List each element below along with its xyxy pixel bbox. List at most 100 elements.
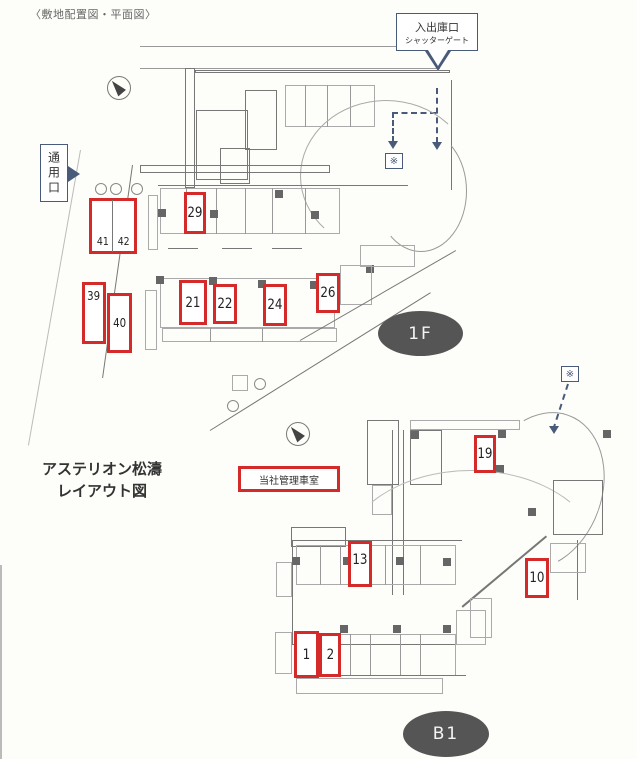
parking-space-22[interactable]: 22: [213, 284, 237, 324]
right-arrow-icon: [68, 166, 80, 182]
parking-bay: [360, 245, 415, 267]
floor-badge-1f: 1F: [378, 311, 463, 356]
service-entrance-callout: 通用口: [40, 144, 68, 202]
tree-icon: [254, 378, 266, 390]
wall: [185, 68, 195, 188]
utility-box: [232, 375, 248, 391]
column: [275, 190, 283, 198]
room: [220, 148, 250, 184]
space-number: 40: [113, 316, 126, 330]
bicycle-area: [145, 290, 157, 350]
parking-bay: [553, 480, 603, 535]
column: [393, 625, 401, 633]
column: [396, 557, 404, 565]
lane-marking: [222, 248, 252, 249]
parking-space-24[interactable]: 24: [263, 284, 287, 326]
parking-space-13[interactable]: 13: [348, 541, 372, 587]
divider: [262, 328, 263, 342]
bicycle-area: [275, 632, 292, 674]
shutter-gate-label: シャッターゲート: [405, 35, 469, 45]
parking-space-10[interactable]: 10: [525, 558, 549, 598]
space-number: 10: [529, 570, 545, 586]
bay-divider: [305, 85, 306, 127]
space-number: 29: [187, 205, 203, 221]
wall: [195, 70, 450, 73]
column: [411, 431, 419, 439]
bay-divider: [340, 545, 341, 585]
bay-divider: [245, 188, 246, 234]
drive-area: [162, 328, 337, 342]
page-title: 〈敷地配置図・平面図〉: [30, 8, 157, 21]
ramp-curve: [300, 100, 472, 252]
space-number: 41: [96, 235, 109, 248]
service-entrance-label: 通用口: [46, 150, 61, 196]
parking-zone: [292, 540, 462, 645]
space-number: 2: [326, 647, 334, 663]
divider: [210, 328, 211, 342]
parking-row: [296, 545, 456, 585]
wall: [410, 420, 520, 430]
scan-edge: [0, 565, 2, 759]
parking-space-41-42[interactable]: 41 42: [89, 198, 137, 254]
ramp-curve: [340, 470, 602, 652]
north-compass-icon: [286, 422, 310, 446]
parking-space-39[interactable]: 39: [82, 282, 106, 344]
wall: [158, 185, 408, 186]
column: [343, 557, 351, 565]
storage: [291, 527, 346, 547]
space-number: 21: [185, 294, 201, 311]
arrow-fill: [428, 50, 448, 66]
arrow-down-icon: [549, 426, 559, 434]
bay-divider: [272, 188, 273, 234]
room: [245, 90, 277, 150]
space-number: 13: [352, 552, 368, 568]
bay-divider: [400, 634, 401, 676]
tree-icon: [95, 183, 107, 195]
bay-divider: [327, 85, 328, 127]
street-line: [140, 68, 440, 69]
column: [443, 625, 451, 633]
column: [156, 276, 164, 284]
note-mark-icon: ※: [561, 366, 579, 382]
legend-managed-spaces: 当社管理車室: [238, 466, 340, 492]
floor-badge-b1: B1: [403, 711, 489, 757]
column: [443, 558, 451, 566]
space-number: 42: [117, 235, 130, 248]
parking-space-21[interactable]: 21: [179, 280, 207, 325]
parking-space-1[interactable]: 1: [294, 631, 319, 678]
building-name-line1: アステリオン松濤: [42, 460, 163, 478]
bay-divider: [370, 634, 371, 676]
parking-space-29[interactable]: 29: [184, 192, 206, 234]
column: [496, 465, 504, 473]
lane-marking: [168, 248, 198, 249]
wall: [550, 540, 578, 600]
drive-area: [296, 678, 443, 694]
entrance-callout: 入出庫口 シャッターゲート: [396, 13, 478, 51]
entrance-label: 入出庫口: [415, 20, 459, 34]
bay-divider: [350, 634, 351, 676]
column: [209, 277, 217, 285]
column: [310, 281, 318, 289]
bicycle-area: [276, 562, 292, 597]
parking-bay: [456, 610, 486, 645]
parking-space-40[interactable]: 40: [107, 293, 132, 353]
column: [210, 210, 218, 218]
space-number: 26: [320, 285, 336, 301]
parking-bay: [340, 265, 372, 305]
building-name: アステリオン松濤 レイアウト図: [42, 458, 162, 502]
wall: [140, 165, 330, 173]
space-number: 19: [477, 446, 493, 462]
machine-room: [550, 543, 586, 573]
tree-icon: [131, 183, 143, 195]
parking-space-2[interactable]: 2: [319, 633, 341, 677]
bay-divider: [385, 545, 386, 585]
room: [367, 420, 399, 485]
bay-divider: [305, 188, 306, 234]
parking-space-26[interactable]: 26: [316, 273, 340, 313]
space-number: 22: [217, 296, 233, 312]
parking-space-19[interactable]: 19: [474, 435, 496, 473]
wall: [296, 675, 466, 678]
parking-bay: [470, 598, 492, 638]
north-compass-icon: [107, 76, 131, 100]
building-name-line2: レイアウト図: [57, 482, 148, 500]
